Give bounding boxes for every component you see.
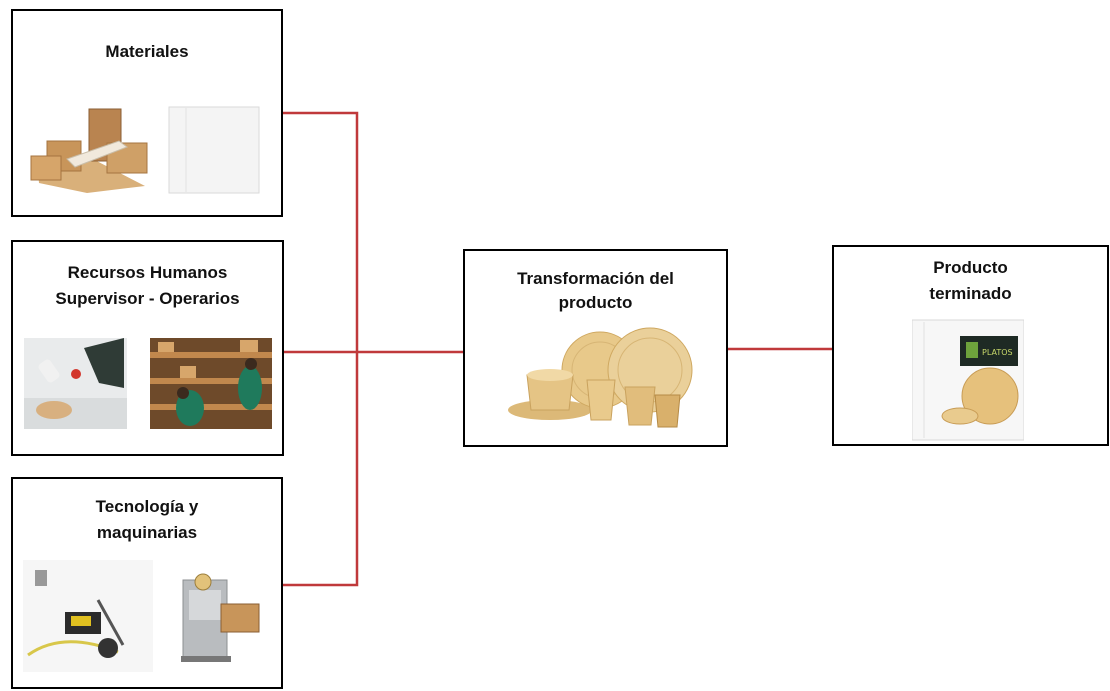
tecnologia-box: Tecnología y maquinarias: [11, 477, 283, 689]
materiales-title: Materiales: [105, 42, 189, 61]
spray-machine-icon: [23, 560, 153, 672]
recursos-title-line1: Recursos Humanos: [67, 263, 228, 282]
transformacion-box: Transformación del producto: [463, 249, 728, 447]
taping-machine-icon: [163, 560, 273, 672]
bamboo-tableware-icon: [508, 327, 693, 428]
tecnologia-title-line2: maquinarias: [96, 523, 198, 542]
white-box-icon: [168, 106, 260, 194]
recursos-title-line2: Supervisor - Operarios: [55, 289, 240, 308]
producto-title-line2: terminado: [929, 284, 1012, 303]
connector-materiales: [282, 111, 359, 587]
transformacion-title-line2: producto: [558, 293, 633, 312]
materiales-box: Materiales: [11, 9, 283, 217]
package-label: PLATOS: [982, 348, 1013, 357]
tecnologia-title-line1: Tecnología y: [95, 497, 199, 516]
cardboard-boxes-icon: [30, 108, 148, 193]
product-package-icon: PLATOS: [912, 319, 1024, 441]
producto-terminado-box: Producto terminado PLATOS: [832, 245, 1109, 446]
transformacion-title-line1: Transformación del: [517, 269, 674, 288]
recursos-humanos-box: Recursos Humanos Supervisor - Operarios: [11, 240, 284, 456]
warehouse-workers-icon: [150, 338, 272, 429]
producto-title-line1: Producto: [933, 258, 1008, 277]
worker-icon: [24, 338, 127, 429]
